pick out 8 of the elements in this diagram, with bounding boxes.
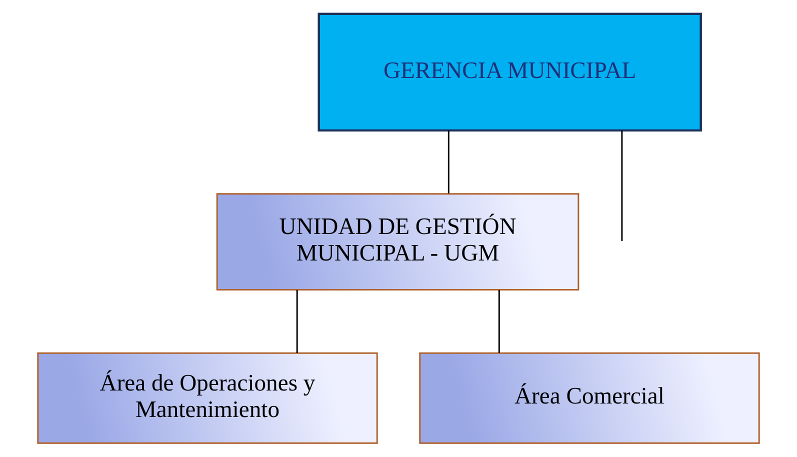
node-box: UNIDAD DE GESTIÓN MUNICIPAL - UGM	[216, 193, 580, 290]
node-box: Área de Operaciones y Mantenimiento	[37, 352, 378, 444]
connector	[296, 290, 298, 354]
node-box: GERENCIA MUNICIPAL	[318, 12, 702, 132]
connector	[498, 290, 500, 354]
connector	[621, 130, 623, 242]
connector	[448, 130, 450, 194]
node-box: Área Comercial	[419, 352, 760, 444]
